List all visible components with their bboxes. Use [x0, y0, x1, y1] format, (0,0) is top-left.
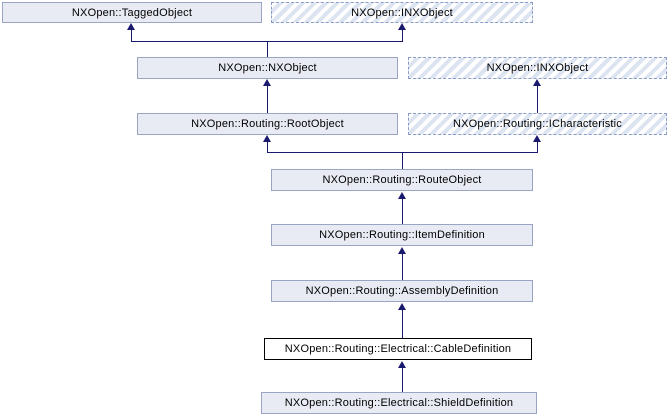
class-node-shielddefinition[interactable]: NXOpen::Routing::Electrical::ShieldDefin… [261, 392, 537, 414]
class-node-icharacteristic: NXOpen::Routing::ICharacteristic [408, 113, 667, 135]
edge-nxobject-splitter [131, 41, 403, 42]
arrowhead-up-itemdefinition [398, 247, 406, 254]
arrowhead-up-cabledefinition [398, 361, 406, 368]
arrowhead-up-taggedobject [127, 23, 135, 30]
arrowhead-up-rootobject [263, 135, 271, 142]
class-node-cabledefinition-current: NXOpen::Routing::Electrical::CableDefini… [264, 338, 532, 360]
edge-assemblydefinition-itemdefinition-line [402, 254, 403, 280]
arrowhead-up-inxobject-mid [533, 79, 541, 86]
edge-routeobject-stub [402, 152, 403, 169]
arrowhead-up-assemblydefinition [398, 303, 406, 310]
class-node-taggedobject[interactable]: NXOpen::TaggedObject [2, 2, 262, 23]
arrowhead-up-inxobject-top [398, 23, 406, 30]
edge-itemdefinition-routeobject-line [402, 199, 403, 224]
class-node-nxobject[interactable]: NXOpen::NXObject [137, 57, 398, 79]
class-node-assemblydefinition[interactable]: NXOpen::Routing::AssemblyDefinition [271, 280, 533, 302]
edge-nxobject-stub [267, 41, 268, 57]
class-node-inxobject-top: NXOpen::INXObject [271, 2, 533, 23]
class-node-itemdefinition[interactable]: NXOpen::Routing::ItemDefinition [271, 224, 533, 246]
edge-nxobject-taggedobject-line [131, 30, 132, 42]
edge-nxobject-inxobject-line [402, 30, 403, 42]
edge-routeobject-rootobject-line [267, 142, 268, 152]
class-node-inxobject-mid: NXOpen::INXObject [408, 57, 667, 79]
edge-routeobject-splitter [267, 152, 538, 153]
arrowhead-up-nxobject [263, 79, 271, 86]
class-node-rootobject[interactable]: NXOpen::Routing::RootObject [137, 113, 398, 135]
edge-cabledefinition-assemblydefinition-line [402, 310, 403, 338]
edge-routeobject-icharacteristic-line [537, 142, 538, 152]
edge-shielddefinition-cabledefinition-line [402, 368, 403, 392]
edge-icharacteristic-inxobject-line [537, 86, 538, 113]
edge-rootobject-nxobject-line [267, 86, 268, 113]
arrowhead-up-icharacteristic [533, 135, 541, 142]
arrowhead-up-routeobject [398, 192, 406, 199]
class-node-routeobject[interactable]: NXOpen::Routing::RouteObject [271, 169, 533, 191]
